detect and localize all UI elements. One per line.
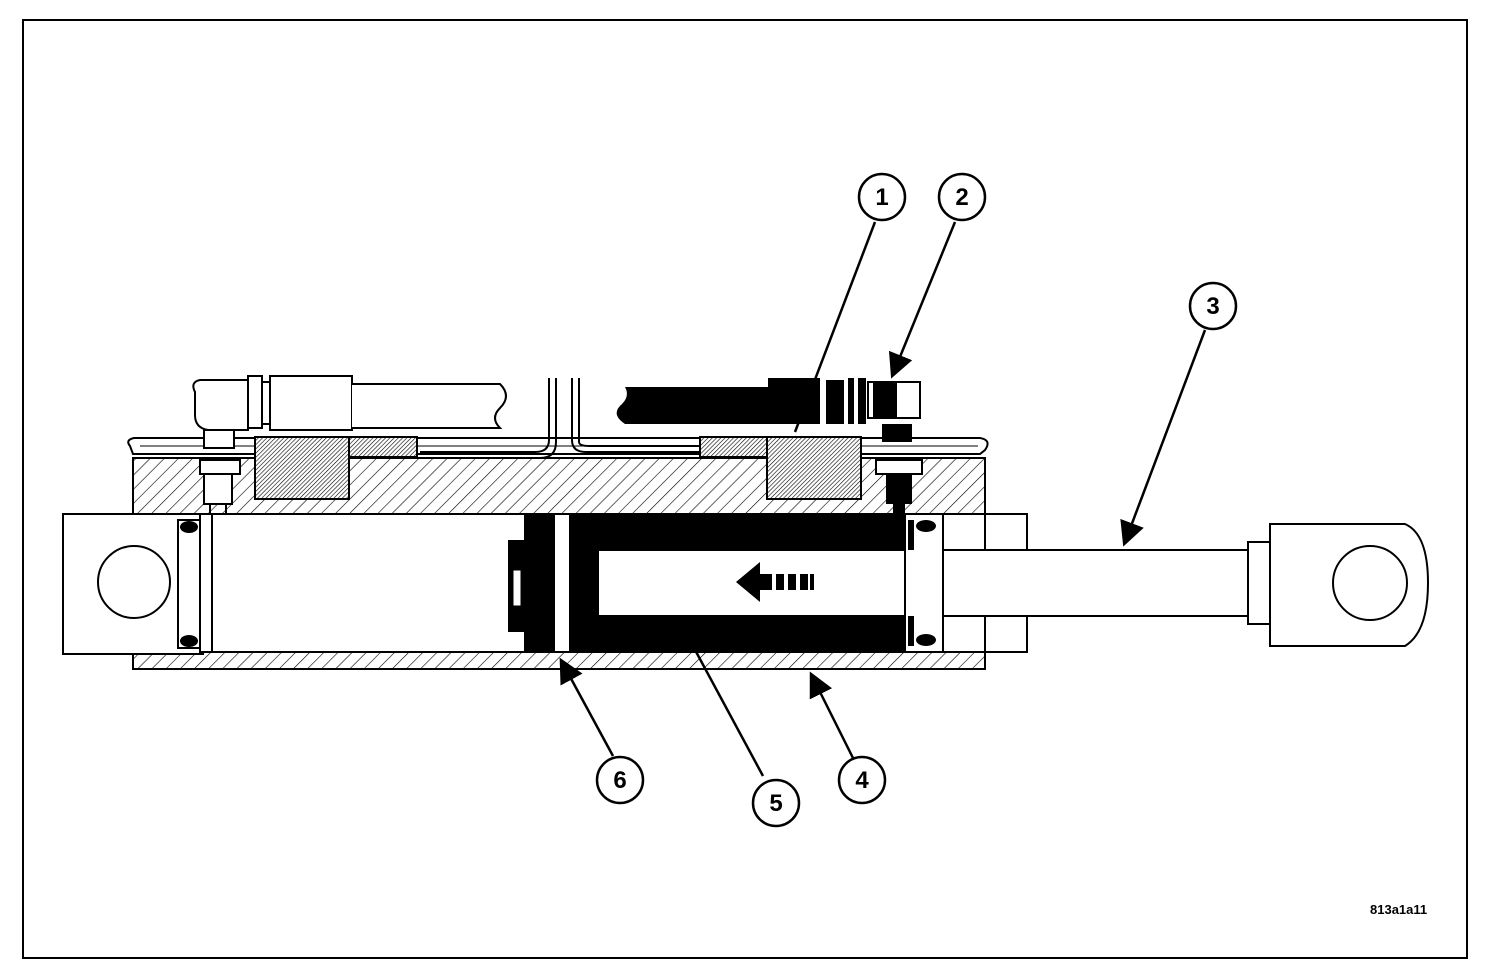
callout-1: 1 <box>857 172 907 222</box>
leader-line-5 <box>678 621 765 777</box>
leader-line-2 <box>888 221 957 379</box>
callout-4: 4 <box>837 755 887 805</box>
callout-2-label: 2 <box>955 184 968 211</box>
figure-frame <box>22 19 1468 959</box>
leader-line-4 <box>809 671 855 759</box>
callout-6-label: 6 <box>613 767 626 794</box>
callout-5: 5 <box>751 778 801 828</box>
leader-line-1 <box>793 221 877 433</box>
right-fitting-block <box>766 436 862 500</box>
piston <box>508 513 598 653</box>
left-hose-fitting <box>192 375 507 514</box>
motion-arrow-icon <box>736 562 814 602</box>
callout-3-label: 3 <box>1206 293 1219 320</box>
leader-line-3 <box>1120 329 1207 547</box>
leader-lines <box>559 221 1207 777</box>
callout-4-label: 4 <box>855 767 869 794</box>
right-fitting-seal <box>699 436 769 458</box>
figure-code: 813a1a11 <box>1370 902 1428 917</box>
callout-5-label: 5 <box>769 790 782 817</box>
callout-1-label: 1 <box>875 184 888 211</box>
vertical-tube <box>420 378 700 459</box>
rod-side-chamber <box>598 514 910 652</box>
leader-line-6 <box>559 657 615 757</box>
rod-end-eye <box>1247 523 1430 647</box>
callout-2: 2 <box>937 172 987 222</box>
left-fitting-seal <box>348 436 418 458</box>
right-hose-fitting <box>616 378 923 516</box>
rod-gland <box>904 513 1028 653</box>
left-end-cap <box>62 513 213 655</box>
callout-3: 3 <box>1188 281 1238 331</box>
callout-6: 6 <box>595 755 645 805</box>
left-fitting-block <box>254 436 350 500</box>
